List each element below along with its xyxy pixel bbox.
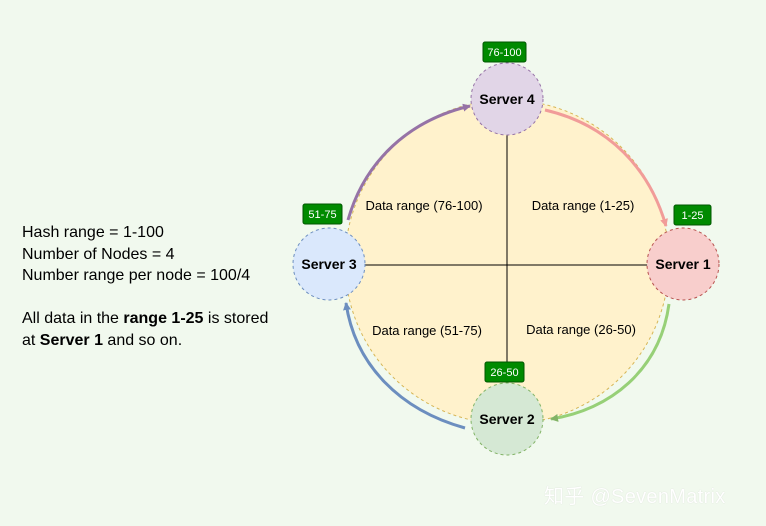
info-line-range-statement: All data in the range 1-25 is stored [22,308,268,330]
range-badge-server-4: 76-100 [482,41,527,63]
arrow-server3-to-server4 [346,103,471,221]
info-line-server-statement: at Server 1 and so on. [22,330,268,352]
info-line-node-count: Number of Nodes = 4 [22,245,175,263]
text-span: is stored [203,310,269,327]
server-node-2[interactable]: Server 2 [470,382,544,456]
data-range-label-bottom-right: Data range (26-50) [526,322,636,337]
server-label: Server 3 [301,256,356,272]
server-label: Server 1 [655,256,710,272]
server-node-3[interactable]: Server 3 [292,227,366,301]
info-line-hash-range: Hash range = 1-100 [22,224,164,241]
spacer [22,287,268,309]
range-badge-server-2: 26-50 [484,361,525,383]
bold-range: range 1-25 [123,310,204,327]
server-node-4[interactable]: Server 4 [470,62,544,136]
hash-info-text: Hash range = 1-100 Number of Nodes = 4 N… [22,222,268,351]
info-line-range-per-node: Number range per node = 100/4 [22,267,251,284]
range-badge-text: 51-75 [308,209,336,221]
bold-server: Server 1 [39,331,103,349]
data-range-label-bottom-left: Data range (51-75) [372,323,482,338]
arrow-server1-to-server2 [550,303,671,422]
watermark: 知乎 @SevenMatrix [544,486,726,508]
server-label: Server 4 [479,91,534,107]
data-range-label-top-left: Data range (76-100) [365,198,482,213]
range-badge-text: 76-100 [487,47,521,59]
text-span: at [22,331,40,349]
server-node-1[interactable]: Server 1 [646,227,720,301]
text-span: All data in the [22,310,124,327]
arrow-server2-to-server3 [343,302,466,430]
server-label: Server 2 [479,411,534,427]
range-badge-text: 26-50 [490,367,518,379]
range-badge-text: 1-25 [681,210,703,222]
data-range-label-top-right: Data range (1-25) [532,198,635,213]
range-badge-server-1: 1-25 [673,204,712,226]
range-badge-server-3: 51-75 [302,203,343,225]
arrow-server4-to-server1 [544,108,668,227]
text-span: and so on. [102,331,183,349]
